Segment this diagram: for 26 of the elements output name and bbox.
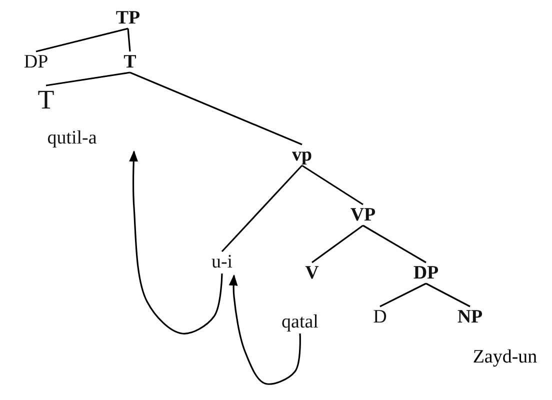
word-label: qutil-a [47, 128, 97, 148]
category-label: DP [413, 264, 439, 282]
category-label: NP [457, 308, 483, 326]
tree-branch [380, 282, 426, 308]
word-label: DP [24, 52, 48, 72]
tree-branch [130, 72, 302, 146]
word-label: u-i [211, 252, 233, 272]
word-label: qatal [282, 312, 318, 332]
category-label: T [124, 52, 136, 72]
tree-branch [312, 224, 364, 264]
tree-branch [302, 164, 364, 206]
tree-branch [127, 28, 131, 52]
tree-branch [221, 164, 303, 252]
category-label: V [305, 264, 319, 282]
word-label: Zayd-un [472, 348, 538, 366]
head-label: T [38, 86, 54, 114]
tree-branch [426, 282, 470, 308]
tree-branch [46, 72, 130, 86]
word-label: D [373, 308, 387, 326]
category-label: vp [292, 146, 312, 164]
category-label: TP [116, 8, 140, 28]
movement-arrow [228, 274, 301, 385]
tree-branch [36, 28, 128, 52]
movement-arrow [129, 150, 223, 334]
tree-branch [362, 224, 426, 264]
category-label: VP [350, 206, 376, 224]
